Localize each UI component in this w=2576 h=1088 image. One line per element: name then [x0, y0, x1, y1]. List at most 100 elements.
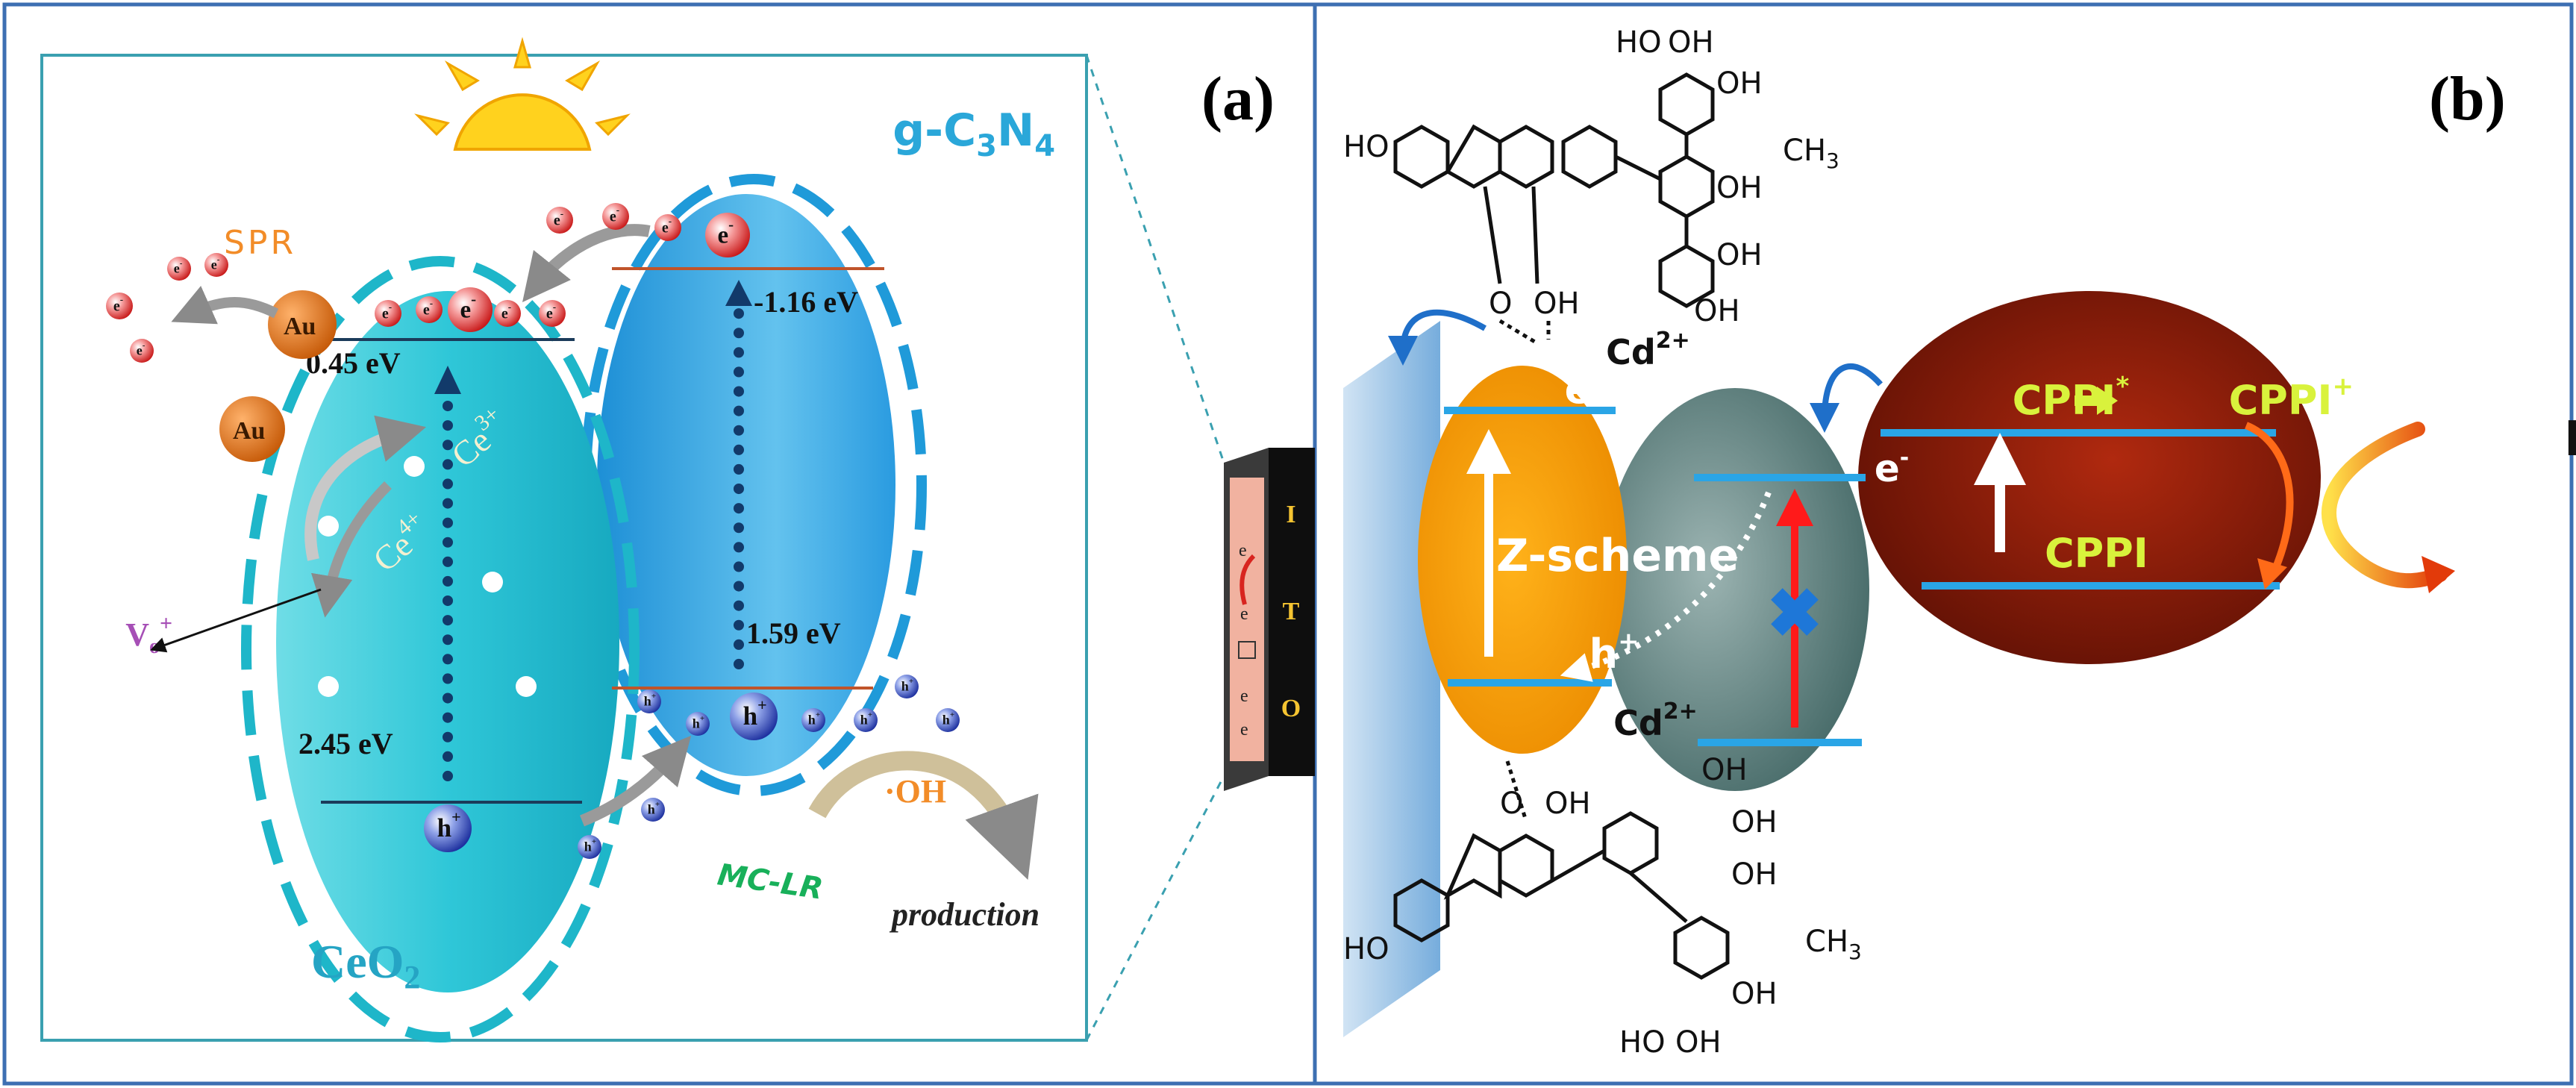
bottom-ho-label: HO — [1343, 932, 1389, 966]
bottom-o-label: O — [1500, 787, 1523, 821]
electrode-plate — [1343, 321, 1440, 1037]
bottom-oh-label-3: OH — [1731, 805, 1778, 840]
oh-radical-label: ·OH — [884, 773, 946, 810]
bottom-oh-label-2: OH — [1701, 753, 1748, 787]
svg-text:h+: h+ — [437, 807, 461, 842]
vacancy-arrow — [150, 588, 322, 653]
spr-electron-arrow — [171, 286, 279, 325]
electron-6: e- — [416, 296, 443, 323]
panel-b-label: (b) — [2429, 64, 2506, 134]
top-oh-label-6: OH — [1694, 294, 1740, 328]
hole-3: h+ — [801, 708, 825, 732]
electron-gc3n4-cb: e- — [705, 213, 750, 257]
hole-1: h+ — [637, 690, 661, 713]
ito-electron-4: e — [1240, 720, 1248, 740]
cppi-plus-label: CPPI+ — [2130, 357, 2424, 424]
electrode-transfer-arrow — [1388, 309, 1486, 366]
bottom-oh-label-1: OH — [1545, 787, 1591, 821]
top-oh-label-3: OH — [1716, 66, 1763, 101]
ceo2-gap-energy: 2.45 eV — [298, 727, 393, 760]
ceo2-excitation-arrowhead — [434, 366, 461, 394]
hole-4: h+ — [854, 708, 878, 732]
panel-a-label: (a) — [1201, 64, 1275, 134]
cppi-injection-arrow — [1810, 363, 1883, 433]
electron-5: e- — [375, 300, 401, 327]
production-label: production — [889, 896, 1040, 933]
electron-3: e- — [167, 257, 191, 281]
blocked-x-icon — [1771, 588, 1819, 636]
au-label-bottom: Au — [233, 417, 265, 445]
water-oxidation-arrowhead — [2422, 556, 2455, 593]
bottom-oh-label-5: OH — [1731, 977, 1778, 1011]
top-ho-label-2: HO — [1616, 25, 1662, 60]
electron-4: e- — [204, 253, 228, 277]
ito-letter-o: O — [1281, 695, 1301, 722]
bottom-oh-label-4: OH — [1731, 857, 1778, 892]
electron-transfer-arrow — [522, 224, 651, 302]
ito-letter-i: I — [1286, 501, 1295, 528]
hole-7: h+ — [641, 798, 665, 822]
ito-letter-t: T — [1283, 598, 1300, 625]
cppi-ellipse — [1858, 291, 2321, 664]
gc3n4-body — [597, 194, 895, 776]
au-particle-top — [268, 290, 337, 359]
panel-a: (a) g-C3N4 CeO2 — [40, 37, 1315, 1042]
ito-electron-2: e — [1240, 604, 1248, 624]
bottom-oh-label-6: OH — [1675, 1025, 1722, 1060]
hole-group: h+h+h+h+h+h+h+h+h+h+ — [424, 675, 960, 859]
hole-5: h+ — [895, 675, 919, 698]
top-oh-label-4: OH — [1716, 171, 1763, 205]
ce-redox-arrow-up — [304, 415, 427, 561]
ceo2-outline — [241, 256, 640, 1042]
ito-electron-arrow — [1239, 554, 1256, 605]
hole-ceo2-vb: h+ — [424, 804, 472, 852]
ho-radical-label: HO· — [2459, 527, 2576, 601]
cds-hole-label: h+ — [1491, 613, 1710, 678]
h2o-label: H2O — [2448, 412, 2576, 473]
electron-return-arrowhead — [2257, 558, 2287, 590]
electron-2: e- — [130, 339, 154, 363]
spr-label: SPR — [224, 224, 296, 262]
naringin-ligand-bottom — [1393, 760, 1730, 980]
bottom-ho-label-2: HO — [1619, 1025, 1666, 1060]
ito-electrode: I T O e e e e — [1224, 448, 1315, 791]
z-scheme-label: Z-scheme — [1496, 530, 1739, 582]
gc3n4-gap-energy: 1.59 eV — [746, 616, 841, 650]
top-ch3-label: CH3 — [1716, 134, 1886, 175]
cppi-label: CPPI — [2045, 530, 2148, 577]
ceo2-label: CeO2 — [228, 935, 480, 998]
top-ho-label: HO — [1343, 130, 1389, 164]
electron-7: e- — [494, 300, 521, 327]
electron-1: e- — [106, 293, 133, 319]
au-label-top: Au — [284, 313, 316, 340]
ito-electron-3: e — [1240, 687, 1248, 706]
ito-electron-1: e — [1239, 541, 1247, 560]
gc3n4-cb-energy: -1.16 eV — [754, 285, 858, 319]
hole-6: h+ — [936, 708, 960, 732]
cds-electron-label: e- — [1466, 348, 1672, 413]
gc3n4-label: g-C3N4 — [784, 104, 1133, 167]
zoom-line-top — [1085, 54, 1225, 463]
ce3-label: Ce3+ — [388, 366, 549, 513]
ce-redox-arrow-down — [310, 481, 392, 618]
panel-a-inner-frame — [40, 54, 1088, 1042]
hole-transfer-arrow — [580, 735, 692, 827]
naringin-ligand-top — [1393, 72, 1715, 346]
top-oh-label-5: OH — [1716, 238, 1763, 272]
hole-gc3n4-vb: h+ — [730, 692, 778, 740]
cd-top-label: Cd2+ — [1522, 316, 1750, 372]
electron-return-arrow — [2245, 422, 2294, 569]
bottom-ch3-label: CH3 — [1739, 925, 1909, 966]
oh-production-arrow — [808, 751, 1039, 880]
electron-group: e-e-e-e-e-e-e-e-e-e-e-e-e- — [106, 203, 750, 363]
electron-ceo2-cb: e- — [448, 287, 493, 332]
cppi-transition-arrow — [2075, 387, 2118, 415]
electron-8: e- — [539, 300, 566, 327]
electron-10: e- — [602, 203, 629, 230]
top-oh-label-1: OH — [1534, 287, 1580, 321]
water-oxidation-arrow — [2321, 422, 2448, 589]
zoom-line-bottom — [1085, 775, 1225, 1041]
middle-electron-label: e- — [1783, 431, 1974, 490]
cd-bottom-label: Cd2+ — [1530, 687, 1757, 743]
